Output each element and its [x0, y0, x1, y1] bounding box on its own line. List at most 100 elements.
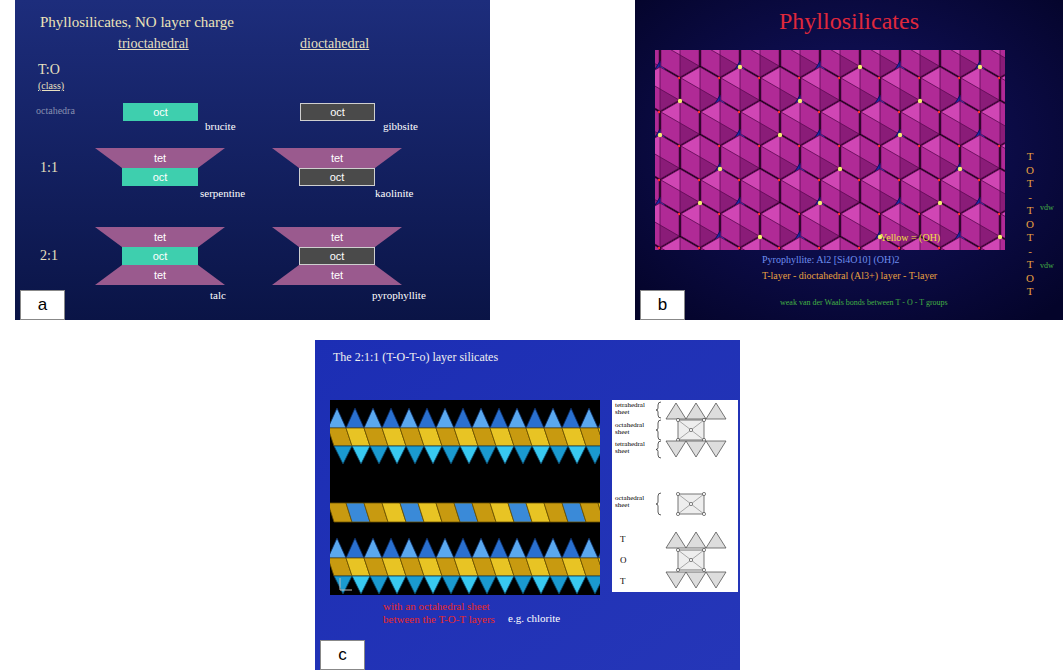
sheet-letter: T	[620, 576, 626, 587]
octahedron-facet	[841, 203, 860, 225]
octahedron-facet	[941, 50, 960, 55]
atom-sketch	[702, 512, 705, 515]
mineral-name: serpentine	[200, 187, 245, 199]
sheet-letter: T	[620, 576, 626, 586]
chlorite-image-ground	[330, 400, 600, 595]
sheet-name: tet	[331, 152, 343, 164]
mineral-name: brucite	[205, 120, 236, 133]
oxygen-dot	[798, 145, 800, 147]
octahedron-facet	[981, 50, 1000, 55]
oxygen-dot	[898, 247, 900, 249]
stack-letter: T	[1027, 258, 1034, 270]
row-label: 2:1	[40, 248, 58, 263]
tetrahedron	[436, 538, 454, 558]
tetrahedron-sketch	[666, 572, 686, 588]
tetrahedron	[568, 446, 586, 464]
oxygen-dot	[858, 111, 860, 113]
octahedron-facet	[681, 67, 700, 89]
hydroxyl-dot	[998, 235, 1002, 239]
tetrahedron	[508, 408, 526, 428]
octahedron-sketch-edges	[678, 420, 704, 440]
tetrahedron	[352, 446, 370, 464]
octahedron-facet	[761, 67, 780, 89]
octahedron-facet	[701, 50, 720, 55]
octahedral-sheet: oct	[122, 168, 198, 186]
tetrahedron	[544, 538, 562, 558]
tetrahedron-sketch	[706, 572, 726, 588]
panel-letter: c	[338, 645, 347, 665]
octahedron-facet	[761, 135, 780, 157]
stack-letter: O	[1026, 272, 1034, 284]
bond-label: vdw	[1040, 203, 1054, 213]
tetrahedron	[370, 446, 388, 464]
hydroxyl-dot	[758, 235, 762, 239]
oxygen-dot	[798, 77, 800, 79]
class-heading: (class)	[38, 80, 64, 92]
octahedron-facet	[701, 237, 720, 250]
octahedron	[941, 237, 979, 250]
octahedron	[701, 237, 739, 250]
tetrahedron	[598, 538, 600, 558]
oxygen-dot	[898, 179, 900, 181]
octahedron-facet	[841, 135, 860, 157]
octahedron-facet	[941, 169, 960, 191]
oxygen-dot	[938, 247, 940, 249]
tetrahedron-sketch	[706, 441, 726, 457]
octahedron-facet	[901, 101, 920, 123]
hydroxyl-dot	[738, 65, 742, 69]
tetrahedron-sketch	[686, 532, 706, 548]
hydroxyl-dot	[858, 65, 862, 69]
octahedron	[981, 237, 1005, 250]
tetrahedron-sketch	[666, 532, 686, 548]
tetrahedron	[598, 408, 600, 428]
sheet-letter: O	[620, 555, 627, 565]
tetrahedron	[514, 446, 532, 464]
oxygen-dot	[758, 145, 760, 147]
example-note: e.g. chlorite	[508, 612, 560, 624]
octahedron-facet	[821, 101, 840, 123]
oxygen-dot	[678, 145, 680, 147]
stack-letter: -	[1024, 191, 1036, 204]
tetrahedral-shape	[95, 148, 225, 168]
atom-sketch	[702, 492, 705, 495]
slide-a-background	[15, 0, 490, 320]
row-label: octahedra	[36, 105, 75, 117]
sheet-name: oct	[153, 250, 168, 262]
tetrahedron	[490, 538, 508, 558]
tetrahedron	[478, 446, 496, 464]
hydroxyl-dot	[838, 167, 842, 171]
panel-letter-box: c	[320, 640, 365, 670]
structure-image-ground	[655, 50, 1005, 250]
stack-letter: T	[1024, 231, 1036, 244]
octahedron-facet	[801, 135, 820, 157]
oxygen-dot	[838, 213, 840, 215]
oxygen-dot	[778, 247, 780, 249]
oxygen-dot	[718, 213, 720, 215]
oxygen-dot	[998, 145, 1000, 147]
tetrahedron	[334, 446, 352, 464]
octahedron-facet	[961, 67, 980, 89]
oxygen-dot	[738, 111, 740, 113]
sheet-name: tet	[154, 152, 166, 164]
octahedral-sheet: oct	[123, 103, 198, 121]
tetrahedral-shape	[272, 227, 402, 247]
hydroxyl-dot	[898, 133, 902, 137]
stack-letter: -	[1028, 191, 1032, 203]
atom-sketch	[676, 568, 679, 571]
octahedron-facet	[761, 203, 780, 225]
tetrahedron	[472, 538, 490, 558]
tetrahedron	[472, 408, 490, 428]
octahedron	[781, 237, 819, 250]
octahedron-facet	[1000, 55, 1005, 77]
tetrahedral-shape	[95, 265, 225, 285]
tetrahedron	[442, 446, 460, 464]
mineral-name: talc	[210, 289, 226, 302]
octahedron-facet	[821, 169, 840, 191]
tetrahedron	[532, 576, 550, 594]
octahedron-facet	[661, 50, 680, 55]
atom-sketch	[676, 418, 679, 421]
octahedron-facet	[781, 50, 800, 55]
sheet-name: oct	[330, 171, 345, 183]
tetrahedron-sketch	[666, 403, 686, 419]
